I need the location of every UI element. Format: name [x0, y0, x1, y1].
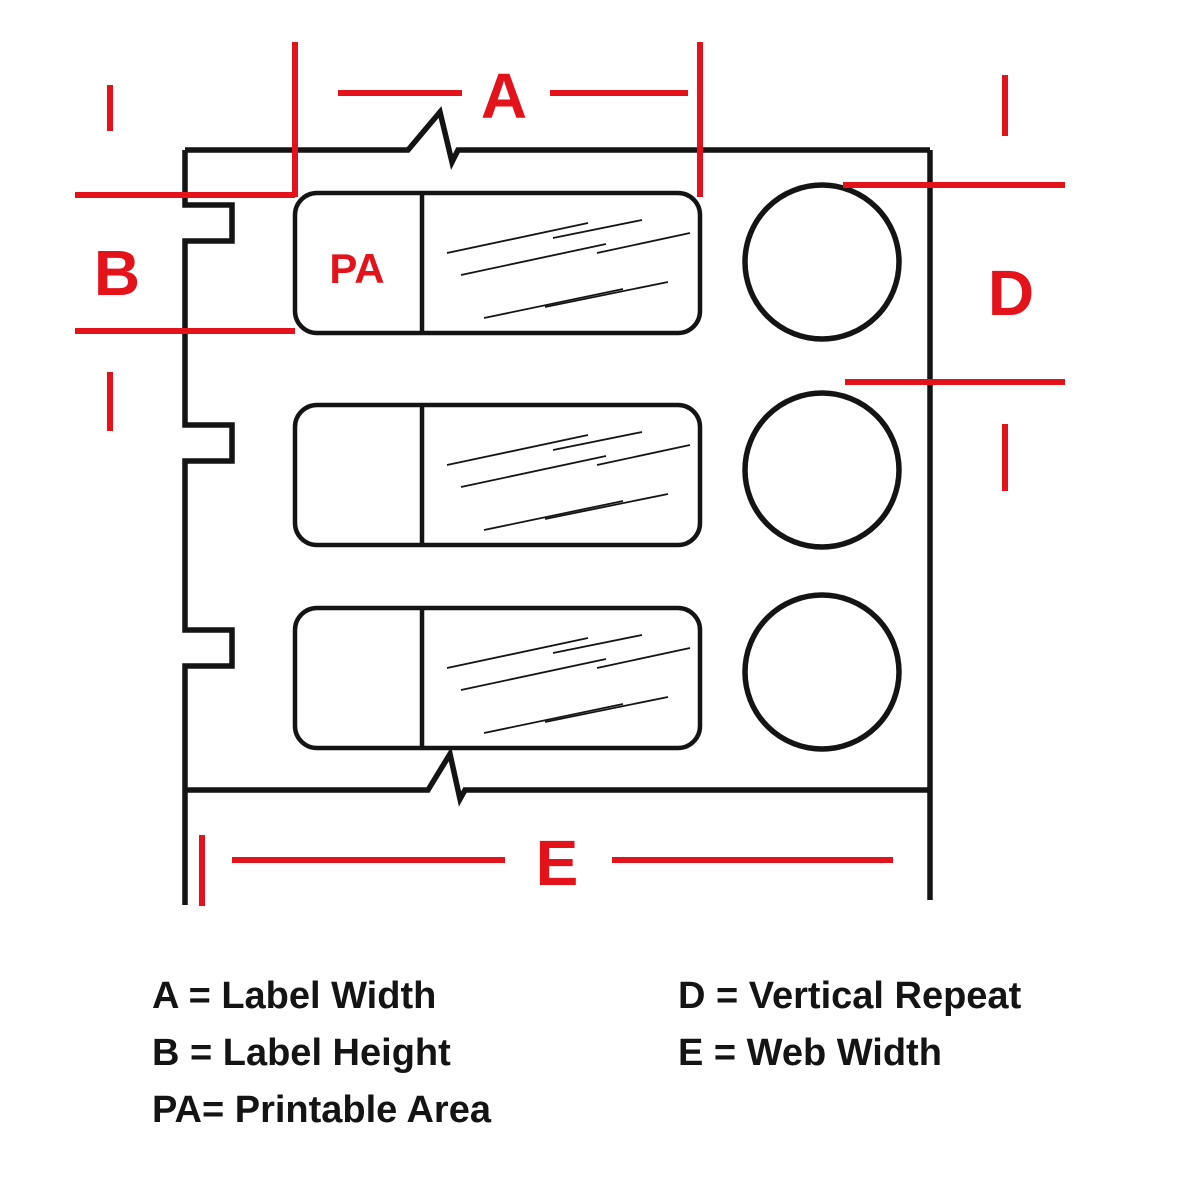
dim-letter-a: A [481, 60, 527, 132]
web-outline [182, 106, 933, 905]
legend-item-d: D = Vertical Repeat [678, 975, 1022, 1017]
legend-item-pa: PA= Printable Area [152, 1089, 492, 1131]
legend-item-e: E = Web Width [678, 1032, 942, 1074]
printable-area-label: PA [329, 245, 384, 292]
dimension-letters: A B D E PA [94, 60, 1034, 899]
web-left-edge [182, 150, 235, 905]
dim-letter-d: D [988, 257, 1034, 329]
label-3 [292, 605, 703, 751]
hole-circle-3 [742, 592, 902, 752]
hole-circle-2 [742, 390, 902, 550]
holes-group [742, 182, 902, 752]
label-2 [292, 402, 703, 548]
legend: A = Label Width B = Label Height PA= Pri… [152, 975, 1022, 1131]
legend-item-b: B = Label Height [152, 1032, 451, 1074]
web-top-edge [185, 106, 930, 170]
web-bottom-edge [185, 746, 930, 807]
hole-circle-1 [742, 182, 902, 342]
legend-item-a: A = Label Width [152, 975, 436, 1017]
dim-letter-e: E [536, 827, 579, 899]
dim-letter-b: B [94, 237, 140, 309]
dimension-lines [75, 42, 1065, 906]
